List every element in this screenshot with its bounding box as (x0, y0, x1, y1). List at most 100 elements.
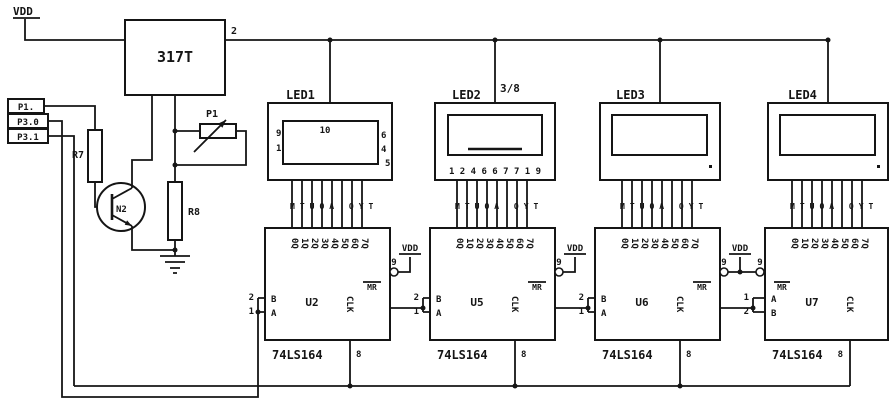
junction-dot (585, 305, 591, 311)
cascade-wires (390, 297, 765, 313)
segment-wires-1 (291, 180, 363, 228)
q-col-label: 4Q (494, 238, 504, 249)
u6-clk-label: CLK (674, 296, 684, 313)
port-label-p1: P1. (18, 103, 34, 113)
junction-dot (825, 37, 831, 43)
q-col-label: 4Q (829, 238, 839, 249)
u6-input-b: B (601, 295, 607, 305)
cascade-u6-u7 (720, 297, 765, 313)
u5-box (429, 227, 556, 341)
q-col-label: 6Q (849, 238, 859, 249)
power-rail-wire (225, 39, 829, 103)
junction-dot (172, 247, 178, 253)
u5-part-number: 74LS164 (437, 348, 488, 362)
q-col-label: 6Q (679, 238, 689, 249)
u2-part-number: 74LS164 (272, 348, 323, 362)
display-led2: LED2 1 2 4 6 6 7 7 1 9 (434, 88, 556, 181)
q-col-label: 0Q (454, 238, 464, 249)
led1-pin-5: 5 (385, 159, 390, 169)
u5-clk-pin: 8 (521, 350, 526, 360)
u7-ref: U7 (805, 296, 818, 309)
junction-dot (492, 37, 498, 43)
u6-mr-label: MR (697, 283, 707, 292)
junction-dot (327, 37, 333, 43)
u2-box (264, 227, 391, 341)
transistor-n2-body (96, 182, 146, 232)
u2-mr-pullup-wire (398, 253, 421, 273)
q-col-label: 0Q (289, 238, 299, 249)
ic-u7: 0Q 1Q 2Q 3Q 4Q 5Q 6Q 7Q MR A B 1 2 U7 CL… (744, 227, 889, 362)
q-col-label: 4Q (659, 238, 669, 249)
led1-digit: 10 (320, 126, 331, 136)
q-col-label: 6Q (514, 238, 524, 249)
ground-symbol (160, 255, 190, 274)
junction-dot (737, 269, 743, 275)
u2-ref: U2 (305, 296, 318, 309)
q-col-label: 2Q (639, 238, 649, 249)
segment-wires-4 (791, 180, 863, 228)
display-led3: LED3 (599, 88, 721, 181)
led2-label: LED2 (452, 88, 481, 102)
junction-dot (657, 37, 663, 43)
u7-pin-b-number: 2 (744, 307, 749, 317)
segment-wires: MTUOA QYT MTUOA QYT MTUOA QYT MTUOA QYT (290, 180, 873, 228)
u5-clk-label: CLK (509, 296, 519, 313)
n2-label: N2 (116, 205, 127, 215)
q-col-label: 5Q (504, 238, 514, 249)
q-col-label: 3Q (649, 238, 659, 249)
u2-vdd-label: VDD (402, 244, 419, 254)
led1-pin-9: 9 (276, 129, 281, 139)
ic-u6: 0Q 1Q 2Q 3Q 4Q 5Q 6Q 7Q MR B A 2 1 U6 CL… (579, 227, 721, 362)
regulator-output-pin: 2 (231, 26, 237, 37)
emitter-arrow (124, 220, 132, 226)
u7-pin-a-number: 1 (744, 293, 749, 303)
u7-mr-pin-number: 9 (757, 258, 762, 268)
display-led4: LED4 (767, 88, 889, 181)
q-col-label: 6Q (349, 238, 359, 249)
q-col-label: 7Q (524, 238, 534, 249)
u2-input-a: A (271, 309, 277, 319)
u6-ref: U6 (635, 296, 649, 309)
u6-pin-b-number: 2 (579, 293, 584, 303)
u2-pin-b-number: 2 (249, 293, 254, 303)
p1-pot-label: P1 (206, 109, 218, 120)
u6-box (594, 227, 721, 341)
q-col-label: 5Q (339, 238, 349, 249)
u7-part-number: 74LS164 (772, 348, 823, 362)
transistor-collector-wire (111, 95, 153, 200)
led1-label: LED1 (286, 88, 315, 102)
segment-row-labels-2: MTUOA QYT (455, 202, 543, 211)
pot-wiper-arrowhead (218, 120, 226, 128)
u2-clk-label: CLK (344, 296, 354, 313)
u5-input-b: B (436, 295, 442, 305)
u5-mr-pullup-wire (563, 253, 586, 273)
analog-section: P1. P3.0 P3.1 R7 N2 P1 R8 (7, 95, 265, 398)
u2-input-b: B (271, 295, 277, 305)
segment-row-labels-1: MTUOA QYT (290, 202, 378, 211)
led3-decimal-point-mark (709, 165, 712, 168)
segment-row-labels-3: MTUOA QYT (620, 202, 708, 211)
led3-label: LED3 (616, 88, 645, 102)
clock-bus-wire (74, 340, 851, 387)
q-col-label: 0Q (619, 238, 629, 249)
r8-label: R8 (188, 207, 200, 218)
q-col-label: 1Q (629, 238, 639, 249)
u5-mr-pin-number: 9 (556, 258, 561, 268)
led3-inner-window (611, 114, 708, 156)
led1-pin-6: 6 (381, 131, 386, 141)
q-col-label: 1Q (464, 238, 474, 249)
junction-dot (172, 162, 178, 168)
regulator-label: 317T (157, 48, 193, 66)
q-col-label: 2Q (809, 238, 819, 249)
display-led1: LED1 10 9 1 6 4 5 (267, 88, 393, 181)
u2-mr-pin-number: 9 (391, 258, 396, 268)
u5-vdd-label: VDD (567, 244, 584, 254)
u6-clk-pin: 8 (686, 350, 691, 360)
junction-dot (255, 309, 261, 315)
led1-pin-4: 4 (381, 145, 387, 155)
q-col-label: 5Q (839, 238, 849, 249)
q-col-label: 4Q (329, 238, 339, 249)
led2-bottom-pins: 1 2 4 6 6 7 7 1 9 (449, 167, 541, 177)
u5-mr-label: MR (532, 283, 542, 292)
